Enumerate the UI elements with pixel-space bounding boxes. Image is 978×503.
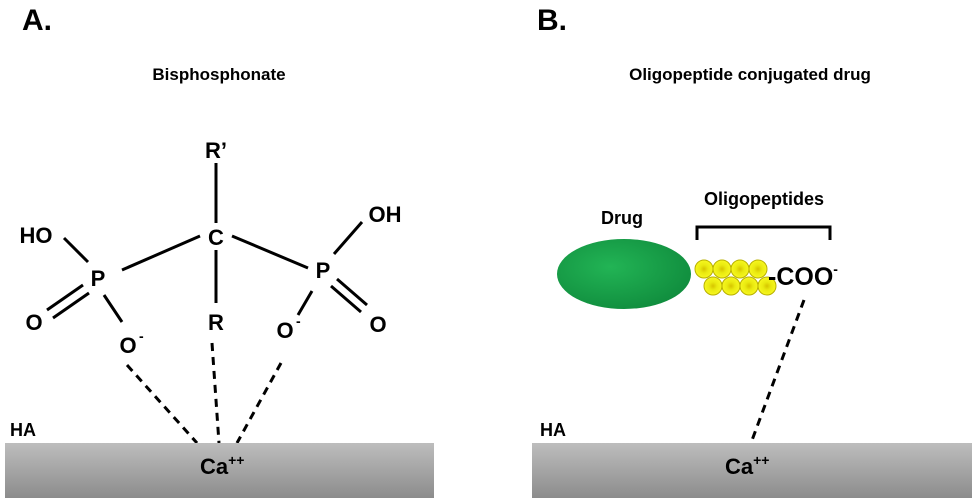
panel-a-title: Bisphosphonate xyxy=(152,65,285,84)
ha-label-b: HA xyxy=(540,420,566,440)
ionic-interactions-a xyxy=(125,342,283,445)
bond-oh-p xyxy=(332,221,364,255)
atom-o-minus-left: O xyxy=(119,333,136,358)
calcium-label-a: Ca++ xyxy=(200,452,244,479)
peptide-bead xyxy=(721,276,741,296)
bond-p-o-left-a xyxy=(46,283,84,312)
atom-o-left: O xyxy=(25,310,42,335)
panel-a-label: A. xyxy=(22,4,52,37)
atom-p-right: P xyxy=(316,258,331,283)
peptide-bead xyxy=(757,276,777,296)
bond-p-o-left-b xyxy=(52,291,90,320)
atom-carbon: C xyxy=(208,225,224,250)
peptide-bead xyxy=(748,259,768,279)
dash-ominus-right-ca xyxy=(235,362,283,444)
peptide-bead xyxy=(712,259,732,279)
bond-c-p-right xyxy=(231,234,309,270)
bisphosphonate-bonds xyxy=(46,163,368,323)
dash-ominus-left-ca xyxy=(125,363,199,445)
atom-o-right: O xyxy=(369,312,386,337)
panel-b-title: Oligopeptide conjugated drug xyxy=(629,65,871,84)
peptide-bead xyxy=(739,276,759,296)
ha-label-a: HA xyxy=(10,420,36,440)
bond-p-ominus-left xyxy=(102,294,124,323)
drug-label: Drug xyxy=(601,208,643,228)
charge-o-minus-right: - xyxy=(296,313,301,329)
atom-r: R xyxy=(208,310,224,335)
atom-p-left: P xyxy=(91,266,106,291)
calcium-label-b: Ca++ xyxy=(725,452,769,479)
atom-oh-right: OH xyxy=(369,202,402,227)
oligopeptides-bracket xyxy=(695,225,832,240)
peptide-chain xyxy=(694,259,777,296)
ha-surface-a xyxy=(5,443,434,498)
oligopeptides-label: Oligopeptides xyxy=(704,189,824,209)
bond-p-o-right-a xyxy=(330,284,362,314)
panel-b: B. Oligopeptide conjugated drug Drug Oli… xyxy=(532,4,972,498)
carboxylate-label: -COO- xyxy=(768,261,838,291)
atom-ho-left: HO xyxy=(20,223,53,248)
bond-ho-p xyxy=(62,236,90,264)
ha-surface-b xyxy=(532,443,972,498)
peptide-bead xyxy=(694,259,714,279)
drug-ellipse xyxy=(557,239,691,309)
bond-p-ominus-right xyxy=(296,290,314,316)
dash-r-ca xyxy=(210,342,221,444)
peptide-bead xyxy=(703,276,723,296)
bond-p-o-right-b xyxy=(336,277,368,307)
atom-o-minus-right: O xyxy=(276,318,293,343)
charge-o-minus-left: - xyxy=(139,328,144,344)
panel-b-label: B. xyxy=(537,4,567,37)
bond-c-p-left xyxy=(121,234,201,272)
panel-a: A. Bisphosphonate R’ C R HO OH xyxy=(5,4,434,498)
dash-coo-ca xyxy=(749,299,806,444)
peptide-bead xyxy=(730,259,750,279)
atom-r-prime: R’ xyxy=(205,138,227,163)
